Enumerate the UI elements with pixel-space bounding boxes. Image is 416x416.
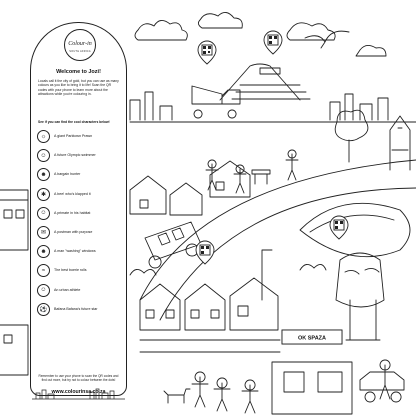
- person: [233, 164, 247, 194]
- person: [285, 149, 299, 181]
- cloud: [134, 20, 188, 41]
- postman-icon: ✉: [37, 225, 50, 239]
- character-label: The best boerie rolls: [54, 268, 87, 273]
- cloud: [197, 12, 243, 29]
- dog: [163, 388, 191, 404]
- cloud: [286, 22, 336, 41]
- character-label: An urban athlete: [54, 287, 81, 292]
- panel-footer-skyline: [32, 388, 125, 400]
- character-list: ☼ A giant Parktown Prawn ☺ A future Olym…: [37, 129, 123, 321]
- athlete-icon: ☺: [37, 283, 50, 297]
- sculpture: [335, 252, 385, 341]
- character-label: A bargain hunter: [54, 172, 81, 177]
- colour-in-logo: Colour-in SOUTH AFRICA: [64, 29, 96, 61]
- spaza-sign-text: OK SPAZA: [298, 336, 326, 342]
- shopper-icon: ☻: [37, 168, 50, 182]
- logo-subtext: SOUTH AFRICA: [69, 50, 91, 53]
- character-label: A primate in his habitat: [54, 210, 91, 215]
- character-label: A postman with purpose: [54, 229, 93, 234]
- person: [191, 371, 209, 408]
- info-panel: Colour-in SOUTH AFRICA Welcome to Jozi! …: [30, 22, 127, 396]
- bush: [129, 269, 157, 276]
- qr-pin: [263, 30, 283, 55]
- bee-icon: ✱: [37, 187, 50, 201]
- qr-reminder-text: Remember to use your phone to scan the Q…: [38, 374, 119, 383]
- intro-text: Locals call it the city of gold, but you…: [38, 79, 119, 97]
- prawn-icon: ☼: [37, 130, 50, 143]
- tree: [334, 109, 369, 163]
- person: [213, 377, 231, 412]
- qr-pin: [197, 40, 217, 65]
- find-characters-heading: See if you can find the cool characters …: [38, 120, 110, 124]
- character-item: ✱ A bee! who's klapped it: [37, 187, 123, 206]
- character-item: ☺ A future Olympic swimmer: [37, 148, 123, 167]
- character-label: A bee! who's klapped it: [54, 191, 91, 196]
- person: [205, 159, 219, 191]
- road: [139, 159, 416, 321]
- window-washer-icon: ☻: [37, 245, 50, 259]
- cloud: [355, 45, 387, 57]
- character-label: A future Olympic swimmer: [54, 153, 96, 158]
- character-item: ☺ An urban athlete: [37, 283, 123, 302]
- welcome-heading: Welcome to Jozi!: [56, 69, 101, 75]
- street-lamp: [261, 249, 273, 301]
- person: [376, 359, 394, 400]
- character-item: ☼ A giant Parktown Prawn: [37, 129, 123, 148]
- character-label: Bafana Bafana's future star: [54, 306, 98, 311]
- braai-stand: [251, 169, 271, 185]
- character-item: ⚽ Bafana Bafana's future star: [37, 302, 123, 321]
- character-item: ☻ A bargain hunter: [37, 167, 123, 186]
- person: [241, 379, 259, 414]
- boerie-roll-icon: ≈: [37, 264, 50, 278]
- houses: [129, 160, 251, 216]
- row-houses: [139, 277, 279, 331]
- character-item: ✉ A postman with purpose: [37, 225, 123, 244]
- minibus-taxi: [144, 221, 202, 269]
- dump-truck: [191, 85, 241, 119]
- character-item: ≈ The best boerie rolls: [37, 263, 123, 282]
- stadium: [299, 202, 411, 258]
- website-url: www.colourinsa.co.za: [51, 389, 106, 395]
- character-label: A man "washing" windows: [54, 249, 96, 254]
- mine-dump: [219, 63, 301, 101]
- spaza-sign-board: [281, 329, 343, 345]
- character-label: A giant Parktown Prawn: [54, 134, 93, 138]
- logo-text: Colour-in: [68, 41, 92, 47]
- bush: [299, 264, 327, 271]
- monkey-icon: ☺: [37, 206, 50, 220]
- soccer-ball-icon: ⚽: [37, 302, 50, 316]
- car: [359, 371, 405, 403]
- bird: [304, 30, 350, 49]
- character-item: ☻ A man "washing" windows: [37, 244, 123, 263]
- qr-pin: [329, 215, 349, 240]
- building-left: [0, 189, 29, 376]
- character-item: ☺ A primate in his habitat: [37, 206, 123, 225]
- qr-pin: [195, 240, 215, 265]
- cathedral: [389, 115, 411, 171]
- skyline: [129, 91, 389, 121]
- swimmer-icon: ☺: [37, 149, 50, 163]
